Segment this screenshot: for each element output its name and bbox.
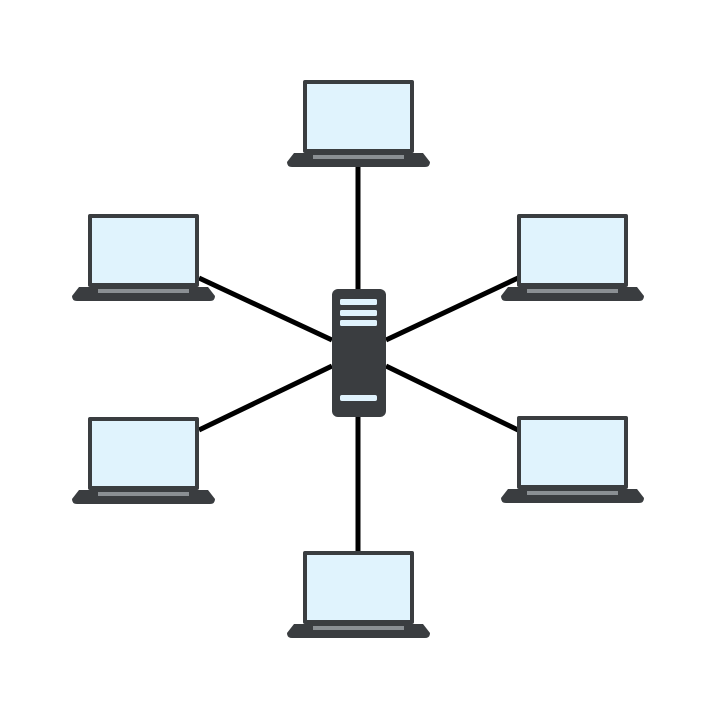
server-icon <box>332 289 386 417</box>
laptop-upper-left <box>72 214 215 301</box>
laptop-keyboard <box>98 289 189 293</box>
laptop-screen <box>92 421 195 486</box>
laptop-screen <box>92 218 195 283</box>
laptop-bottom <box>287 551 430 638</box>
laptop-keyboard <box>98 492 189 496</box>
laptop-screen <box>521 420 624 485</box>
server-drive-bay-3 <box>340 320 377 326</box>
link-upper-left <box>197 275 334 343</box>
laptop-lower-left <box>72 417 215 504</box>
laptop-keyboard <box>313 626 404 630</box>
laptop-lower-right <box>501 416 644 503</box>
link-upper-right <box>384 275 520 343</box>
laptop-upper-right <box>501 214 644 301</box>
laptop-screen <box>307 555 410 620</box>
laptop-top <box>287 80 430 167</box>
laptop-screen <box>307 84 410 149</box>
laptop-screen <box>521 218 624 283</box>
server-drive-bay-1 <box>340 299 377 305</box>
link-lower-right <box>384 363 520 433</box>
laptop-keyboard <box>527 491 618 495</box>
laptop-keyboard <box>313 155 404 159</box>
server-indicator <box>340 395 377 401</box>
link-lower-left <box>197 363 334 433</box>
server-drive-bay-2 <box>340 310 377 316</box>
laptop-keyboard <box>527 289 618 293</box>
